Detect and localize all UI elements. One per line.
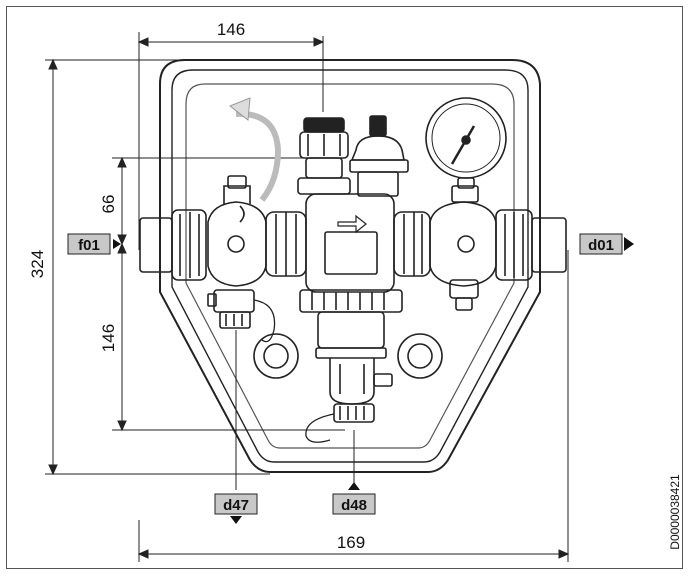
- mounting-holes: [253, 333, 443, 379]
- connection-label-f01: f01: [78, 237, 100, 254]
- pressure-gauge: [425, 97, 507, 189]
- union-right: [393, 211, 431, 277]
- pump-group: [139, 97, 567, 443]
- outlet-pipe-right: [495, 209, 567, 281]
- drain-valve-left: [207, 289, 276, 343]
- inlet-pipe-left: [139, 209, 207, 281]
- dimension-bottom-width: 169: [337, 533, 365, 552]
- diagram-border: [6, 6, 683, 569]
- dimension-total-height: 324: [28, 250, 47, 278]
- connection-tag-d48: d48: [332, 482, 376, 515]
- connection-tag-d47: d47: [214, 493, 258, 524]
- connection-label-d01: d01: [588, 237, 614, 254]
- connection-tag-f01: f01: [67, 233, 121, 255]
- dimension-lower-height: 146: [99, 324, 118, 352]
- dimension-top-width: 146: [217, 20, 245, 39]
- connection-label-d47: d47: [223, 497, 249, 514]
- connection-label-d48: d48: [341, 497, 367, 514]
- housing-outline: [159, 59, 541, 473]
- ball-valve-right: [429, 185, 497, 311]
- dimension-lines: [45, 32, 570, 562]
- connection-tag-d01: d01: [579, 233, 634, 255]
- rotation-arrow: [229, 97, 282, 202]
- document-id: D0000038421: [668, 474, 682, 550]
- pump-body: [299, 193, 403, 443]
- air-vent: [297, 117, 351, 195]
- ball-valve-left: [207, 175, 267, 287]
- safety-valve: [349, 115, 409, 197]
- union-left: [265, 211, 307, 277]
- dimension-upper-offset: 66: [99, 195, 118, 214]
